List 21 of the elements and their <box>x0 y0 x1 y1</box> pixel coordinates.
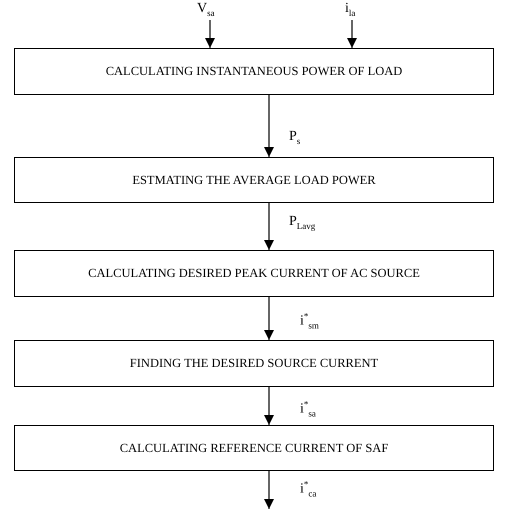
arrow <box>264 297 274 340</box>
step-text: CALCULATING INSTANTANEOUS POWER OF LOAD <box>106 64 402 79</box>
arrow <box>264 471 274 509</box>
arrow <box>347 20 357 48</box>
process-box <box>14 48 494 95</box>
step-text: CALCULATING REFERENCE CURRENT OF SAF <box>120 440 388 456</box>
edge-label: P$_{s}$ <box>289 130 300 146</box>
process-box <box>14 250 494 297</box>
process-box <box>14 340 494 387</box>
step-text: FINDING THE DESIRED SOURCE CURRENT <box>130 356 378 371</box>
edge-label: P$_{Lavg}$ <box>289 215 316 231</box>
step-text: CALCULATING DESIRED PEAK CURRENT OF AC SOURCE <box>88 266 420 281</box>
arrow <box>205 20 215 48</box>
arrow <box>264 203 274 250</box>
edge-label: i$_{la}$ <box>345 2 356 18</box>
process-box <box>14 157 494 203</box>
arrow <box>264 95 274 157</box>
arrow <box>264 387 274 425</box>
step-text: ESTMATING THE AVERAGE LOAD POWER <box>132 172 376 188</box>
edge-label: V$_{sa}$ <box>197 2 215 18</box>
process-box <box>14 425 494 471</box>
